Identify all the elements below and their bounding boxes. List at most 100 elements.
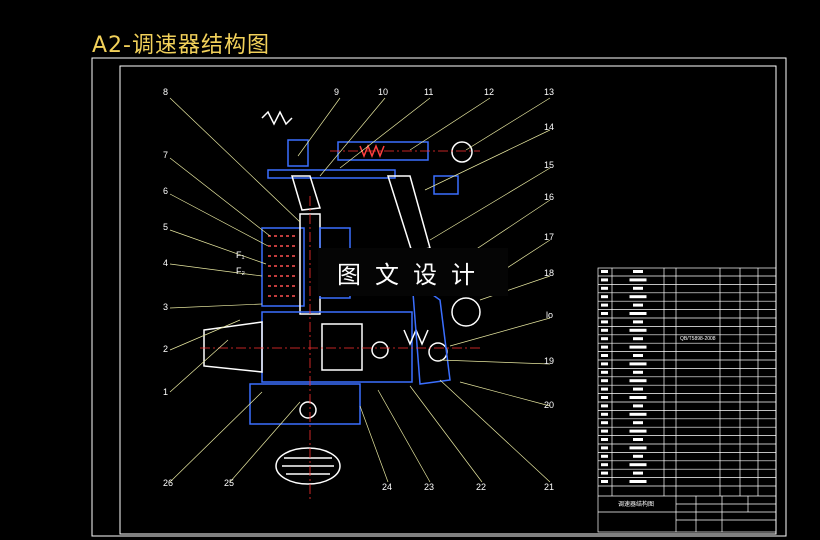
stop-block [433,175,459,195]
parts-list-index-mark [601,370,608,374]
callout-number: 20 [544,400,554,410]
force-label-f1: F₁ [236,250,245,260]
callout-number: 19 [544,356,554,366]
parts-list-name-mark [629,480,647,483]
parts-list-index-mark [601,421,608,425]
base-weight [275,447,341,485]
parts-list-table [597,267,777,533]
flyweight-hatch [268,235,298,297]
parts-list-name-mark [633,421,643,425]
parts-list-name-mark [629,379,647,383]
parts-list-index-mark [601,471,608,475]
parts-list-name-mark [629,463,647,467]
callout-number: 6 [163,186,168,196]
parts-list-rows [598,275,776,487]
drawing-title: A2-调速器结构图 [92,33,270,58]
parts-list-index-mark [601,480,608,483]
callout-number: 17 [544,232,554,242]
input-shaft [203,321,263,373]
parts-list-name-mark [633,387,643,391]
callout-number: 18 [544,268,554,278]
parts-list-name-mark [629,295,647,299]
parts-list-name-mark [629,396,647,399]
governor-mechanism [203,110,481,485]
outer-frame [91,57,787,537]
link-arm [386,175,431,253]
callout-number: 7 [163,150,168,160]
leader-lines [169,97,551,483]
parts-list-name-mark [633,438,643,441]
parts-list-name-mark [633,471,643,475]
callout-number: 3 [163,302,168,312]
parts-list-index-mark [601,379,608,383]
parts-list-index-mark [601,362,608,366]
parts-list-index-mark [601,412,608,416]
parts-list-index-mark [601,295,608,299]
callout-number: 13 [544,87,554,97]
lever-pivot-block [287,139,309,167]
parts-list-index-mark [601,387,608,391]
parts-list-name-mark [629,412,647,416]
callout-number: 8 [163,87,168,97]
parts-list-index-mark [601,446,608,450]
parts-list-index-mark [601,454,608,458]
parts-list-index-mark [601,328,608,332]
drive-gear [321,323,363,371]
upper-link [290,175,321,211]
callout-number: 24 [382,482,392,492]
callout-number: 12 [484,87,494,97]
parts-list-index-mark [601,463,608,467]
parts-list-index-mark [601,396,608,399]
inner-frame [119,65,777,535]
callout-number: 5 [163,222,168,232]
callout-number: 25 [224,478,234,488]
parts-list-name-mark [633,370,643,374]
parts-list-index-mark [601,303,608,307]
callout-number: 23 [424,482,434,492]
parts-list-name-mark [629,345,647,349]
parts-list-index-mark [601,278,608,282]
watermark: 图文设计 [318,248,508,296]
parts-list-name-mark [629,278,647,282]
lever-spring [261,110,293,126]
callout-number: 22 [476,482,486,492]
cam-wheel [451,297,481,327]
parts-list-name-mark [633,454,643,458]
center-lines [200,150,480,500]
parts-list-index-mark [601,286,608,290]
governor-housing [261,311,413,383]
parts-list-name-mark [629,446,647,450]
parts-list-name-mark [629,312,647,315]
parts-list-index-mark [601,429,608,433]
base-weight-ribs [282,457,334,475]
parts-list-name-mark [629,362,647,366]
parts-list-name-mark [633,354,643,357]
parts-list-name-mark [633,270,643,273]
damper-spring [359,143,385,159]
callout-number: 10 [378,87,388,97]
callout-number: 16 [544,192,554,202]
callout-number: 2 [163,344,168,354]
parts-list-index-mark [601,312,608,315]
flyweight-block [261,227,305,307]
callout-number: lo [546,310,553,320]
parts-list-index-mark [601,404,608,408]
linkage-roller [451,141,473,163]
title-block-name: 调速器结构图 [618,500,654,508]
parts-list-index-mark [601,354,608,357]
lower-bolt [299,401,317,419]
callout-number: 14 [544,122,554,132]
callout-number: 1 [163,387,168,397]
callout-numbers: 8 9 10 11 12 13 7 14 6 15 16 5 17 4 18 3… [163,87,554,492]
force-label-f2: F₂ [236,266,245,276]
callout-number: 11 [424,87,433,97]
drawing-number: QB/T5898-2008 [680,336,716,342]
parts-list-entries [601,270,647,483]
callout-number: 26 [163,478,173,488]
control-lever [267,169,396,179]
parts-list-name-mark [633,404,643,408]
adjuster-roller [428,342,448,362]
parts-list-index-mark [601,270,608,273]
